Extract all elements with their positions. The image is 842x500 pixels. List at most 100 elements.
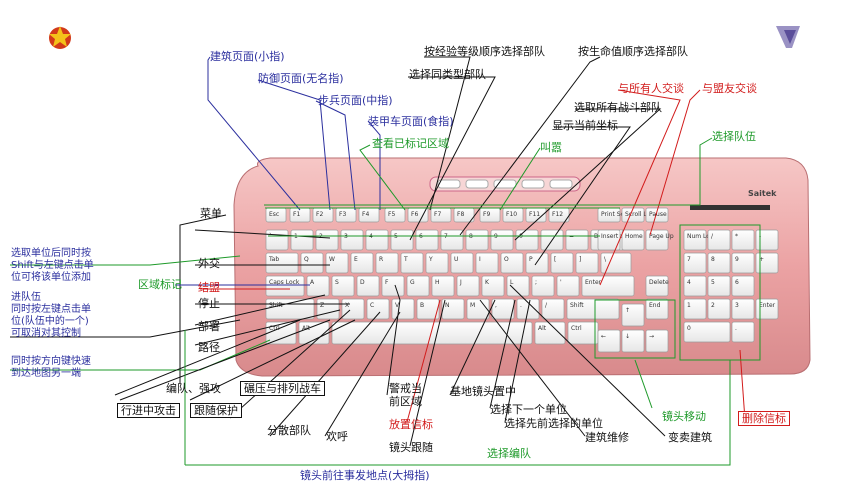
key-a-6 [431, 275, 455, 297]
key-nav-2-label: Pause [649, 211, 667, 218]
key-q-7-label: U [454, 256, 458, 263]
key-nav-3-label: Insert [601, 233, 619, 240]
key-a-9 [506, 275, 530, 297]
key-ctrl-0-label: Ctrl [269, 325, 280, 332]
label-armor-page: 装甲车页面(食指) [368, 115, 454, 128]
key-q-12-label: ] [579, 256, 581, 263]
key-numpad-8 [683, 275, 707, 297]
label-waypoint: 路径 [198, 341, 220, 354]
label-ctrl-click: 同时按左键点击单 位(队伍中的一个) 可取消对其控制 [11, 304, 91, 339]
key-numpad-7 [755, 252, 779, 274]
key-arrow-up-label: ↑ [625, 307, 630, 314]
key-nav-5 [645, 229, 669, 251]
key-numpad-14-label: Enter [759, 302, 776, 309]
key-arrow-up [621, 303, 645, 327]
key-z-0-label: Shift [269, 302, 283, 309]
key-z-4-label: V [395, 302, 400, 309]
key-q-13-label: \ [604, 256, 607, 263]
key-numpad-11 [683, 298, 707, 320]
key-numpad-16-label: . [735, 325, 737, 332]
key-numpad-14 [755, 298, 779, 320]
key-arrow-left [597, 329, 621, 353]
label-scatter: 分散部队 [267, 424, 311, 437]
key-a-1 [306, 275, 330, 297]
key-a-5-label: G [410, 279, 415, 286]
key-numpad-12-label: 2 [711, 302, 715, 309]
key-z-9-label: . [520, 302, 522, 309]
key-arrow-down-label: ↓ [625, 333, 630, 340]
key-fn-7-label: F7 [434, 211, 441, 218]
key-nav-2 [645, 207, 669, 223]
key-z-6 [441, 298, 465, 320]
label-select-add: 选取单位后同时按 Shift与左键点击单 位可将该单位添加 [11, 248, 94, 283]
label-camera-move: 镜头移动 [662, 410, 706, 423]
label-talk-ally: 与盟友交谈 [702, 82, 757, 95]
key-arrow-right-label: → [649, 333, 654, 340]
key-fn-9-label: F9 [483, 211, 490, 218]
key-a-6-label: H [435, 279, 440, 286]
key-z-3 [366, 298, 390, 320]
label-guard: 跟随保护 [190, 403, 242, 418]
key-q-1-label: Q [304, 256, 309, 263]
key-q-13 [600, 252, 632, 274]
label-next-unit: 选择下一个单位 [490, 403, 567, 416]
key-num-9 [490, 229, 514, 251]
key-a-3 [356, 275, 380, 297]
key-z-8 [491, 298, 515, 320]
key-numpad-9-label: 5 [711, 279, 715, 286]
key-numpad-4 [683, 252, 707, 274]
key-q-4 [375, 252, 399, 274]
label-infantry-page: 步兵页面(中指) [318, 94, 393, 107]
key-q-10 [525, 252, 549, 274]
key-num-4 [365, 229, 389, 251]
key-a-2-label: S [335, 279, 339, 286]
label-attack-move: 行进中攻击 [117, 403, 180, 418]
key-numpad-2-label: * [735, 233, 738, 240]
key-fn-3-label: F3 [339, 211, 346, 218]
key-a-12 [581, 275, 635, 297]
key-a-0-label: Caps Lock [269, 279, 300, 286]
key-a-0 [265, 275, 305, 297]
key-q-0-label: Tab [268, 256, 279, 263]
key-numpad-1 [707, 229, 731, 251]
label-delete-beacon: 删除信标 [738, 411, 790, 426]
key-num-7 [440, 229, 464, 251]
key-q-8-label: I [479, 256, 481, 263]
label-life-order: 按生命值顺序选择部队 [578, 45, 688, 58]
label-camera-follow: 镜头跟随 [389, 441, 433, 454]
key-numpad-10-label: 6 [735, 279, 739, 286]
key-fn-1-label: F1 [293, 211, 300, 218]
key-q-3-label: E [354, 256, 358, 263]
key-numpad-0-label: Num Lock [687, 233, 717, 240]
key-num-12 [565, 229, 589, 251]
label-alert-area: 警戒当 前区域 [389, 382, 422, 408]
key-a-2 [331, 275, 355, 297]
key-q-6-label: Y [428, 256, 433, 263]
label-stop: 停止 [198, 297, 220, 310]
label-menu: 菜单 [200, 207, 222, 220]
key-z-8-label: , [495, 302, 497, 309]
label-diplomacy: 外交 [198, 257, 220, 270]
key-q-6 [425, 252, 449, 274]
key-a-7-label: J [459, 279, 462, 286]
label-deploy: 部署 [198, 320, 220, 333]
label-talk-all: 与所有人交谈 [618, 82, 684, 95]
label-base-camera: 基地镜头置中 [450, 385, 516, 398]
key-q-9-label: O [504, 256, 509, 263]
key-numpad-12 [707, 298, 731, 320]
key-nav-0-label: Print Scrn [601, 211, 630, 218]
key-numpad-15-label: 0 [687, 325, 691, 332]
key-a-3-label: D [360, 279, 365, 286]
soviet-emblem-icon [49, 26, 71, 49]
key-numpad-4-label: 7 [687, 256, 691, 263]
label-all-units: 选取所有战斗部队 [574, 101, 662, 114]
key-numpad-3 [755, 229, 779, 251]
key-q-11 [550, 252, 574, 274]
key-numpad-5 [707, 252, 731, 274]
key-a-4-label: F [385, 279, 389, 286]
key-fn-10-label: F10 [506, 211, 517, 218]
key-num-6 [415, 229, 439, 251]
label-alliance: 结盟 [198, 281, 220, 294]
key-z-5 [416, 298, 440, 320]
